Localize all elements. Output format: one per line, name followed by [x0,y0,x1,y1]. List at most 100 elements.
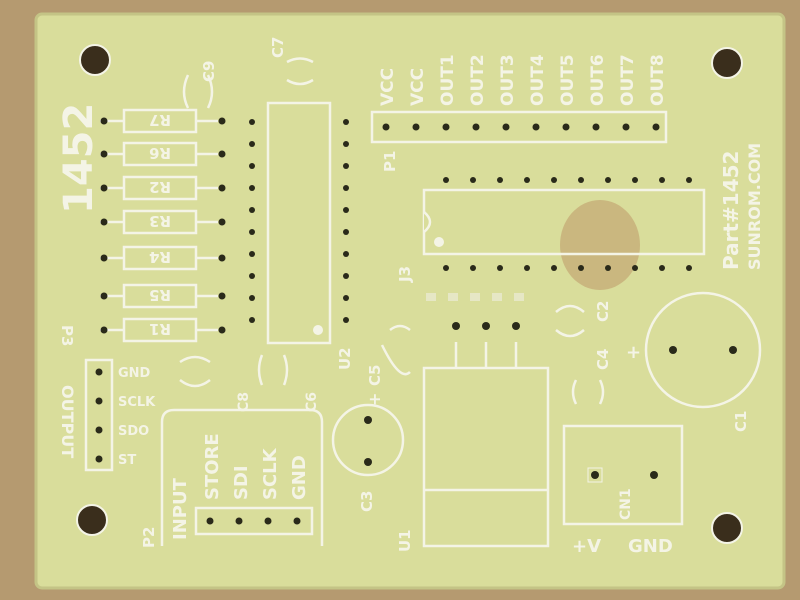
chip-u2-outline [266,101,332,345]
header-p1-pin-label: OUT2 [468,54,488,106]
chip-hole [551,265,557,271]
cap-c1-outline [644,291,762,409]
resistor-hole [100,292,108,300]
chip-hole [497,177,503,183]
chip-hole [632,177,638,183]
cap-label-c6: C6 [304,392,320,412]
resistor-hole [100,150,108,158]
header-p2-pin-label: SDI [231,465,252,500]
header-p2-pin-label: SCLK [260,447,281,500]
chip-hole [343,141,349,147]
chip-hole [343,229,349,235]
chip-hole [443,177,449,183]
chip-u1-hole-2 [482,322,490,330]
mounting-hole-top-right [711,47,743,79]
chip-hole [249,207,255,213]
board-number: 1452 [56,103,102,214]
chip-hole [659,177,665,183]
chip-j3-pin1-dot [434,237,444,247]
chip-hole [524,265,530,271]
header-pin-hole [502,123,510,131]
cap-c1-hole-b [729,346,737,354]
header-p1-pin-label: VCC [408,68,428,106]
header-pin-hole [562,123,570,131]
chip-hole [632,265,638,271]
resistor-body [122,141,198,167]
chip-hole [578,177,584,183]
board-edge-shade [34,12,786,590]
pad-row [426,293,524,301]
chip-hole [659,265,665,271]
chip-hole [605,177,611,183]
cap-outline-c5 [380,324,411,376]
connector-cn1-ref: CN1 [618,488,634,520]
cap-label-c4: C4 [594,349,612,370]
small-pad [492,293,502,301]
resistor-hole [218,254,226,262]
chip-hole [470,265,476,271]
chip-hole [497,265,503,271]
chip-hole [249,185,255,191]
chip-hole [343,295,349,301]
header-p1-pin-label: OUT3 [498,54,518,106]
header-pin-hole [622,123,630,131]
chip-hole [249,163,255,169]
header-p1-outline [370,110,668,144]
resistor-hole [218,150,226,158]
resistor-body [122,283,198,309]
pcb-board [36,14,784,588]
stain-mark [560,200,640,290]
chip-hole [551,177,557,183]
resistor-hole [218,292,226,300]
header-p1-pin-label: OUT6 [588,54,608,106]
resistor-body [122,108,198,134]
header-pin-hole [293,517,301,525]
header-p3-holes [95,368,103,463]
resistor-label: R4 [149,248,171,266]
resistor-hole [100,184,108,192]
connector-cn1-gnd-label: GND [628,536,673,557]
cap-label-c5: C5 [366,365,384,386]
resistor-label: R6 [149,144,171,162]
connector-cn1-hole-plus [591,471,599,479]
connector-cn1-hole-gnd [650,471,658,479]
resistor-hole [218,218,226,226]
mounting-hole-bottom-left [76,504,108,536]
chip-hole [249,251,255,257]
resistor-label: R5 [149,286,171,304]
header-p2-labels: STORE SDI SCLK GND [202,433,310,500]
header-pin-hole [206,517,214,525]
chip-label-u2: U2 [336,347,354,370]
header-pin-hole [235,517,243,525]
cap-label-c3: C3 [358,491,376,512]
resistor-label: R3 [149,212,171,230]
resistor-label: R1 [149,320,171,338]
cap-c3-hole-b [364,458,372,466]
chip-hole [343,163,349,169]
resistor-hole [218,117,226,125]
mounting-hole-top-left [79,44,111,76]
chip-hole [343,251,349,257]
cap-c3-hole-a [364,416,372,424]
header-p2-frame [160,408,324,546]
header-p2-pin-label: STORE [202,433,223,500]
header-p1-pin-label: OUT4 [528,54,548,106]
cap-c1-hole-a [669,346,677,354]
chip-label-u1: U1 [396,529,414,552]
cap-outline-c7 [286,57,314,86]
header-p2-pin-label: GND [289,455,310,500]
chip-hole [686,265,692,271]
resistor-hole [100,254,108,262]
chip-hole [249,141,255,147]
cap-outline-c4 [571,379,605,405]
header-pin-hole [532,123,540,131]
cap-c5-plus: + [365,393,384,406]
chip-u1-hole-3 [512,322,520,330]
header-p2-outline [194,506,314,536]
header-p1-pin-label: OUT7 [618,54,638,106]
header-pin-hole [95,397,103,405]
